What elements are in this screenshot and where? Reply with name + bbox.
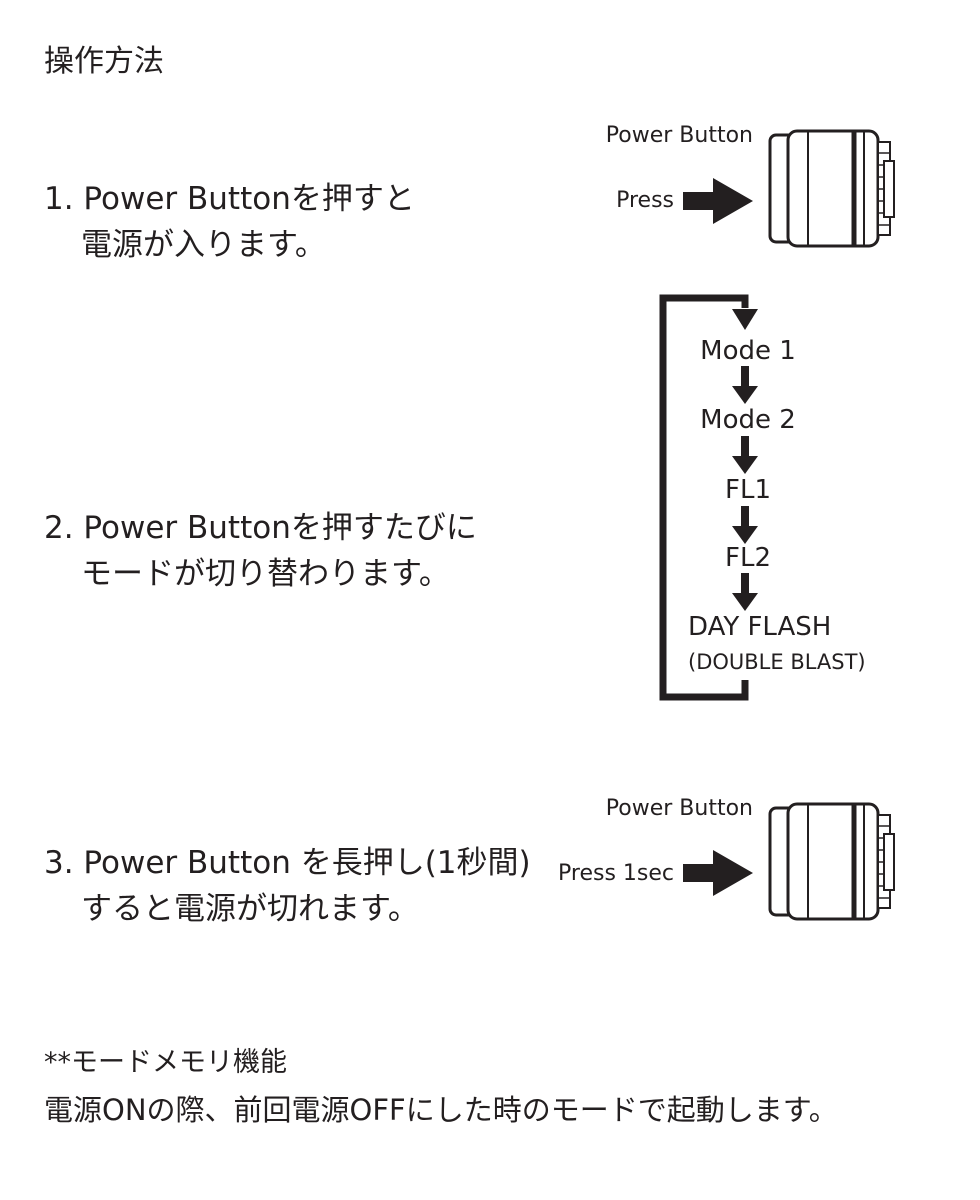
step-1-line-1: 1. Power Buttonを押すと xyxy=(44,181,415,217)
mode-arrow-icon xyxy=(732,436,758,474)
mode-memory-heading: **モードメモリ機能 xyxy=(44,1047,287,1078)
press-arrow-icon xyxy=(683,178,753,224)
mode-day-flash-note: (DOUBLE BLAST) xyxy=(688,650,866,674)
step-2-line-2: モードが切り替わります。 xyxy=(81,556,450,592)
mode-cycle-loop xyxy=(659,294,758,701)
flashlight-power-off-icon xyxy=(770,804,894,919)
step-1: 1. Power Buttonを押すと 電源が入ります。 xyxy=(44,176,415,268)
mode-memory-text: 電源ONの際、前回電源OFFにした時のモードで起動します。 xyxy=(44,1093,838,1127)
power-button-label-on: Power Button xyxy=(605,123,753,148)
step-3: 3. Power Button を長押し(1秒間) すると電源が切れます。 xyxy=(44,840,531,932)
loop-return-arrow-icon xyxy=(732,309,758,330)
mode-fl1-label: FL1 xyxy=(725,475,771,505)
press-label: Press xyxy=(616,188,674,213)
flashlight-power-on-icon xyxy=(770,131,894,246)
mode-arrow-icon xyxy=(732,506,758,544)
mode-day-flash-label: DAY FLASH xyxy=(688,612,832,642)
page-title: 操作方法 xyxy=(44,44,164,79)
mode-arrow-icon xyxy=(732,366,758,404)
step-1-line-2: 電源が入ります。 xyxy=(81,227,326,263)
press-1sec-label: Press 1sec xyxy=(558,861,674,886)
step-2-line-1: 2. Power Buttonを押すたびに xyxy=(44,510,477,546)
step-2: 2. Power Buttonを押すたびに モードが切り替わります。 xyxy=(44,505,477,597)
step-3-line-2: すると電源が切れます。 xyxy=(81,891,419,927)
power-button-label-off: Power Button xyxy=(605,796,753,821)
step-3-line-1: 3. Power Button を長押し(1秒間) xyxy=(44,845,531,881)
mode-arrow-icon xyxy=(732,573,758,611)
mode-fl2-label: FL2 xyxy=(725,543,771,573)
mode-2-label: Mode 2 xyxy=(700,405,796,435)
press-1sec-arrow-icon xyxy=(683,850,753,896)
mode-1-label: Mode 1 xyxy=(700,336,796,366)
